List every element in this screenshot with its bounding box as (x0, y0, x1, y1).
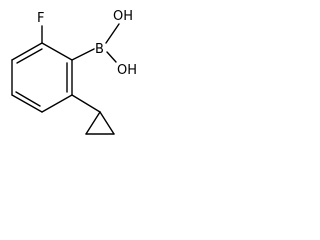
ring-bond-c3-c4 (11, 94, 43, 113)
bond-ring-cyclopropyl (71, 94, 101, 113)
bond-boron-oh-right (106, 51, 117, 63)
ring-double-bond-inner-2 (15, 91, 41, 107)
cyclopropyl-bond-3 (99, 111, 115, 135)
ring-bond-c6-c1 (41, 42, 73, 61)
fluorine-label: F (37, 11, 44, 26)
ring-bond-c5-c6 (11, 42, 43, 61)
benzene-ring (11, 42, 73, 113)
oh-top-label: OH (113, 9, 133, 24)
cyclopropyl-bond-1 (85, 111, 101, 135)
ring-double-bond-inner-3 (16, 48, 43, 64)
chemical-structure-diagram: F B OH OH (0, 0, 160, 170)
bond-boron-oh-top (105, 23, 120, 44)
boron-label: B (95, 42, 104, 57)
oh-right-label: OH (117, 63, 137, 78)
structure-svg: F B OH OH (11, 9, 137, 135)
cyclopropyl-ring (85, 111, 115, 135)
bond-ring-boron (71, 48, 95, 61)
ring-bond-c2-c3 (41, 94, 73, 113)
